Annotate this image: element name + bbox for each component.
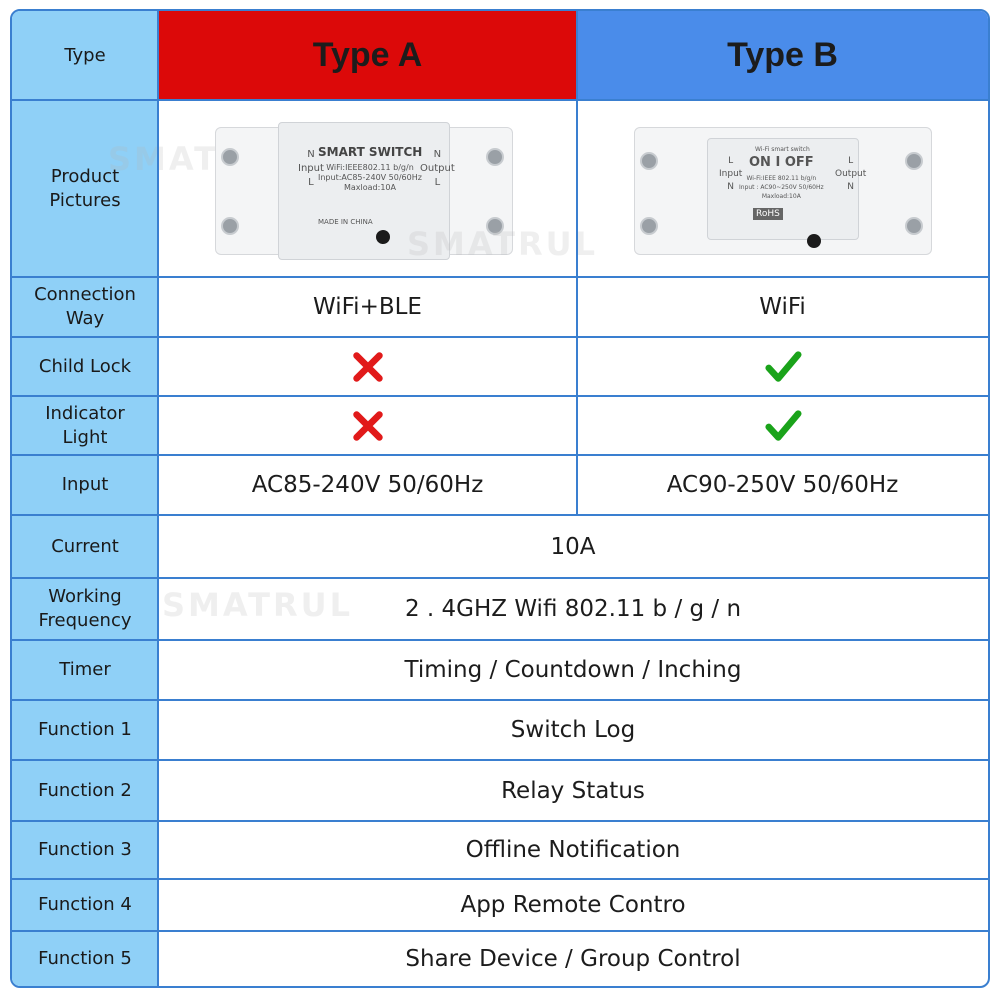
device-b-left-terminal: L Input N <box>719 156 743 192</box>
smart-switch-a-image: SMATRUL SMART SWITCH WiFi:IEEE802.11 b/g… <box>108 100 577 277</box>
function2-row: Function 2 Relay Status <box>12 760 988 821</box>
label-column <box>12 11 158 986</box>
input-a: AC85-240V 50/60Hz <box>251 472 484 498</box>
function5-label: Function 5 <box>38 947 132 969</box>
pictures-label: Product Pictures <box>49 165 121 211</box>
row-divider <box>12 820 988 822</box>
frequency-value: 2 . 4GHZ Wifi 802.11 b / g / n <box>404 596 742 622</box>
function3-value: Offline Notification <box>465 837 681 863</box>
row-divider <box>12 930 988 932</box>
device-b-button <box>807 234 821 248</box>
cross-icon <box>352 351 383 382</box>
type-label: Type <box>64 44 106 66</box>
function1-value: Switch Log <box>510 717 636 743</box>
timer-label: Timer <box>59 659 111 680</box>
function1-row: Function 1 Switch Log <box>12 700 988 760</box>
column-divider <box>576 11 578 515</box>
input-label: Input <box>61 474 109 495</box>
connection-label: Connection Way <box>34 284 136 329</box>
row-divider <box>12 759 988 761</box>
device-b-on-off: ON I OFF <box>749 155 814 170</box>
function3-row: Function 3 Offline Notification <box>12 821 988 879</box>
row-divider <box>12 395 988 397</box>
indicator-row: Indicator Light <box>12 396 988 455</box>
device-a-left-terminal: N Input L <box>298 149 324 188</box>
check-icon <box>764 409 802 441</box>
input-row: Input AC85-240V 50/60Hz AC90-250V 50/60H… <box>12 455 988 515</box>
device-a-button <box>376 230 390 244</box>
device-a-title: SMART SWITCH <box>318 145 423 159</box>
child-lock-b <box>577 337 988 396</box>
current-value: 10A <box>550 533 596 560</box>
row-divider <box>12 336 988 338</box>
function2-value: Relay Status <box>501 777 645 804</box>
child-lock-a <box>158 337 577 396</box>
comparison-table: Type Type A Type B Product Pictures SMAT… <box>10 9 990 988</box>
pictures-row: Product Pictures SMATRUL SMART SWITCH Wi… <box>12 100 988 277</box>
current-row: Current 10A <box>12 515 988 578</box>
child-lock-row: Child Lock <box>12 337 988 396</box>
function2-label: Function 2 <box>38 779 132 801</box>
cross-icon <box>352 410 383 441</box>
child-lock-label: Child Lock <box>38 355 132 377</box>
row-divider <box>12 639 988 641</box>
input-b: AC90-250V 50/60Hz <box>666 472 899 498</box>
timer-value: Timing / Countdown / Inching <box>404 657 742 683</box>
function3-label: Function 3 <box>38 839 132 860</box>
type-b-picture: SMATRUL Wi-Fi smart switch ON I OFF Wi-F… <box>407 100 988 277</box>
smart-switch-b-image: SMATRUL Wi-Fi smart switch ON I OFF Wi-F… <box>407 100 988 277</box>
row-divider <box>12 577 988 579</box>
device-b-spec: Wi-Fi:IEEE 802.11 b/g/n Input : AC90~250… <box>739 175 824 200</box>
row-divider <box>12 99 988 101</box>
type-a-picture: SMATRUL SMART SWITCH WiFi:IEEE802.11 b/g… <box>108 100 577 277</box>
frequency-row: Working Frequency SMATRUL 2 . 4GHZ Wifi … <box>12 578 988 640</box>
indicator-a <box>158 396 577 455</box>
column-divider <box>157 11 159 986</box>
connection-a: WiFi+BLE <box>313 294 422 320</box>
device-a-spec: WiFi:IEEE802.11 b/g/n Input:AC85-240V 50… <box>318 163 422 192</box>
function1-label: Function 1 <box>38 719 132 740</box>
type-a-header: Type A <box>158 11 577 100</box>
function5-row: Function 5 Share Device / Group Control <box>12 931 988 986</box>
row-divider <box>12 454 988 456</box>
connection-row: Connection Way WiFi+BLE WiFi <box>12 277 988 337</box>
check-icon <box>764 350 802 382</box>
timer-row: Timer Timing / Countdown / Inching <box>12 640 988 700</box>
device-a-right-terminal: N Output L <box>420 149 455 188</box>
function4-row: Function 4 App Remote Contro <box>12 879 988 931</box>
row-divider <box>12 276 988 278</box>
connection-b: WiFi <box>759 294 806 320</box>
device-b-rohs: RoHS <box>753 208 783 220</box>
device-b-right-terminal: L Output N <box>835 156 867 192</box>
header-row: Type Type A Type B <box>12 11 988 100</box>
watermark: SMATRUL <box>162 586 354 624</box>
row-divider <box>12 878 988 880</box>
indicator-b <box>577 396 988 455</box>
device-a-made-in: MADE IN CHINA <box>318 218 373 226</box>
frequency-label: Working Frequency <box>38 586 132 631</box>
function4-label: Function 4 <box>38 894 132 915</box>
watermark: SMATRUL <box>407 225 599 263</box>
indicator-label: Indicator Light <box>45 402 125 448</box>
type-b-header: Type B <box>577 11 988 100</box>
function5-value: Share Device / Group Control <box>405 945 741 972</box>
row-divider <box>12 514 988 516</box>
function4-value: App Remote Contro <box>460 892 686 918</box>
current-label: Current <box>51 535 119 557</box>
row-divider <box>12 699 988 701</box>
device-b-title: Wi-Fi smart switch <box>755 146 810 153</box>
